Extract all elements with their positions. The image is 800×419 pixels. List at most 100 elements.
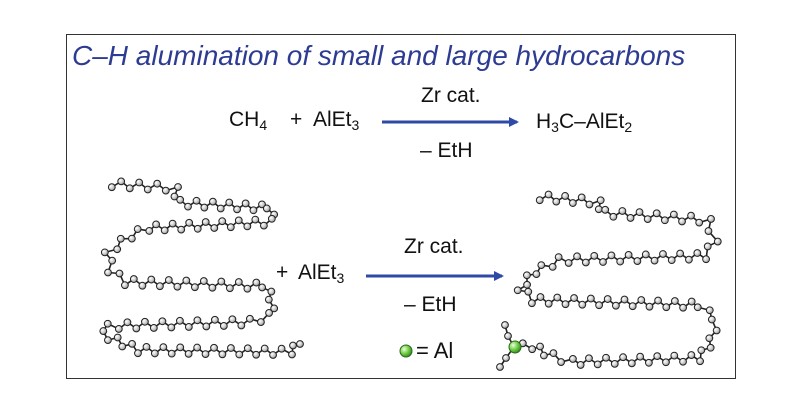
chain-atom: [267, 214, 276, 223]
chain-atom: [216, 204, 225, 213]
legend-al-atom-icon: [399, 344, 413, 358]
chain-atom: [114, 325, 123, 333]
chain-atom: [685, 255, 693, 264]
chain-atom: [228, 315, 237, 324]
chain-atom: [267, 287, 276, 296]
chain-atom: [504, 332, 512, 340]
chain-atom: [257, 318, 265, 326]
chain-atom: [641, 250, 650, 259]
chain-atom: [176, 343, 185, 352]
chain-atom: [707, 315, 716, 324]
chain-atom: [143, 185, 152, 194]
chain-atom: [670, 351, 679, 360]
chain-atom: [650, 256, 659, 265]
chain-atom: [696, 357, 704, 366]
byproduct-label-large: – EtH: [404, 293, 457, 316]
chain-atom: [637, 296, 646, 304]
chain-atom: [577, 193, 586, 202]
chain-atom: [170, 192, 179, 201]
reactant-alet3-small: AlEt3: [313, 108, 360, 133]
chain-atom: [100, 248, 109, 257]
chain-atom: [113, 245, 122, 254]
chain-atom: [687, 211, 695, 220]
chain-atom: [193, 224, 202, 233]
chain-atom: [135, 178, 144, 187]
chain-atom: [595, 301, 604, 310]
chain-atom: [528, 299, 536, 308]
chain-atom: [193, 343, 202, 352]
chain-atom: [704, 227, 713, 235]
chain-atom: [535, 196, 544, 205]
chain-atom: [713, 237, 722, 246]
chain-atom: [161, 186, 170, 195]
chain-atom: [132, 324, 141, 333]
chain-atom: [288, 350, 296, 359]
chain-atom: [117, 177, 126, 186]
chain-atom: [270, 304, 279, 313]
chain-atom: [594, 205, 603, 214]
catalyst-label-small: Zr cat.: [421, 84, 481, 107]
chain-atom: [116, 234, 125, 243]
chain-atom: [128, 339, 136, 348]
chain-atom: [561, 192, 570, 200]
chain-atom: [679, 357, 687, 366]
chain-atom: [635, 208, 644, 217]
chain-atom: [107, 183, 116, 192]
chain-atom: [184, 349, 193, 358]
chain-atom: [678, 217, 686, 226]
chain-atom: [602, 353, 610, 362]
chain-atom: [552, 197, 561, 206]
chain-atom: [496, 363, 504, 371]
chain-atom: [217, 277, 226, 286]
chain-atom: [581, 258, 590, 267]
chain-atom: [99, 327, 108, 335]
chain-atom: [659, 250, 667, 258]
chain-atom: [645, 302, 654, 311]
chain-atom: [210, 343, 218, 352]
chain-atom: [590, 251, 599, 260]
chain-atom: [243, 344, 252, 353]
chain-atom: [544, 190, 553, 199]
chain-atom: [693, 249, 702, 257]
chain-atom: [618, 207, 627, 215]
chain-atom: [246, 314, 254, 323]
reagent-alet3-large: AlEt3: [298, 261, 345, 286]
chain-atom: [104, 268, 112, 277]
chain-atom: [653, 352, 662, 361]
chain-atom: [607, 251, 616, 260]
chain-atom: [134, 349, 142, 358]
figure-title: C–H alumination of small and large hydro…: [72, 40, 686, 71]
chain-atom: [243, 284, 252, 293]
chain-atom: [173, 282, 182, 291]
chain-atom: [123, 318, 132, 327]
chain-atom: [536, 342, 544, 351]
chain-atom: [237, 321, 246, 330]
chain-atom: [626, 214, 635, 222]
chain-atom: [252, 278, 261, 287]
chain-atom: [705, 334, 714, 343]
chain-atom: [174, 183, 182, 191]
chain-atom: [234, 216, 243, 225]
plus-sign-large: +: [276, 261, 289, 284]
chain-atom: [176, 195, 185, 204]
product-small: H3C–AlEt2: [536, 110, 633, 135]
chain-atom: [564, 259, 573, 267]
chain-atom: [118, 342, 127, 351]
chain-atom: [164, 276, 173, 284]
legend-al-label: = Al: [416, 338, 454, 363]
chain-atom: [192, 196, 201, 205]
chain-atom: [193, 316, 202, 325]
chain-atom: [670, 297, 679, 305]
chain-atom: [249, 206, 258, 215]
chain-atom: [208, 283, 217, 292]
chain-atom: [676, 249, 685, 258]
chain-atom: [548, 263, 557, 271]
chain-atom: [712, 326, 721, 335]
chain-atom: [138, 281, 147, 290]
chain-atom: [660, 216, 669, 225]
chain-atom: [133, 225, 142, 233]
chain-atom: [693, 303, 702, 312]
chain-atom: [620, 295, 629, 304]
chain-atom: [233, 205, 241, 214]
chain-atom: [127, 234, 136, 243]
